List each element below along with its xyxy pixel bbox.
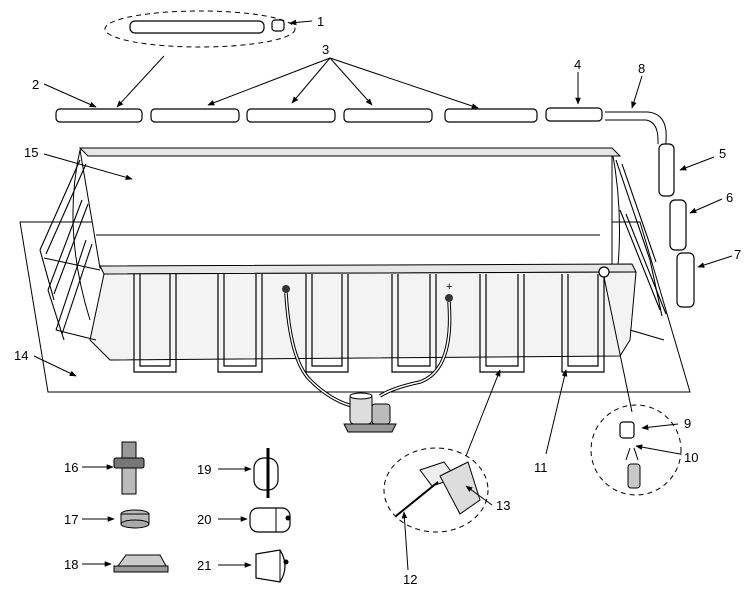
part-labels: 1 2 3 4 5 6 7 8 9 10 11 12 13 14 15 16 1…: [14, 14, 741, 587]
label-10: 10: [684, 450, 698, 465]
label-11: 11: [534, 460, 548, 475]
callout-skimmer: [383, 447, 489, 533]
label-21: 21: [197, 558, 211, 573]
label-16: 16: [64, 460, 78, 475]
filter-pump: +: [282, 281, 453, 433]
top-rails: [55, 107, 603, 123]
label-2: 2: [32, 77, 39, 92]
callout-part-1: [104, 10, 296, 48]
label-15: 15: [24, 145, 38, 160]
label-14: 14: [14, 348, 28, 363]
label-4: 4: [574, 57, 581, 72]
label-8: 8: [638, 61, 645, 76]
pool-frame: [39, 147, 667, 413]
plus-mark: +: [446, 281, 452, 293]
label-20: 20: [197, 512, 211, 527]
vertical-legs: [658, 143, 695, 308]
small-parts: [113, 441, 291, 583]
corner-joint: [605, 111, 667, 144]
callout-drain: [590, 404, 682, 496]
leader-lines: [33, 19, 733, 571]
label-12: 12: [403, 572, 417, 587]
label-19: 19: [197, 462, 211, 477]
label-9: 9: [684, 416, 691, 431]
label-13: 13: [496, 498, 510, 513]
label-18: 18: [64, 557, 78, 572]
label-5: 5: [719, 146, 726, 161]
label-6: 6: [726, 190, 733, 205]
label-7: 7: [734, 247, 741, 262]
label-3: 3: [322, 42, 329, 57]
label-1: 1: [317, 14, 324, 29]
label-17: 17: [64, 512, 78, 527]
